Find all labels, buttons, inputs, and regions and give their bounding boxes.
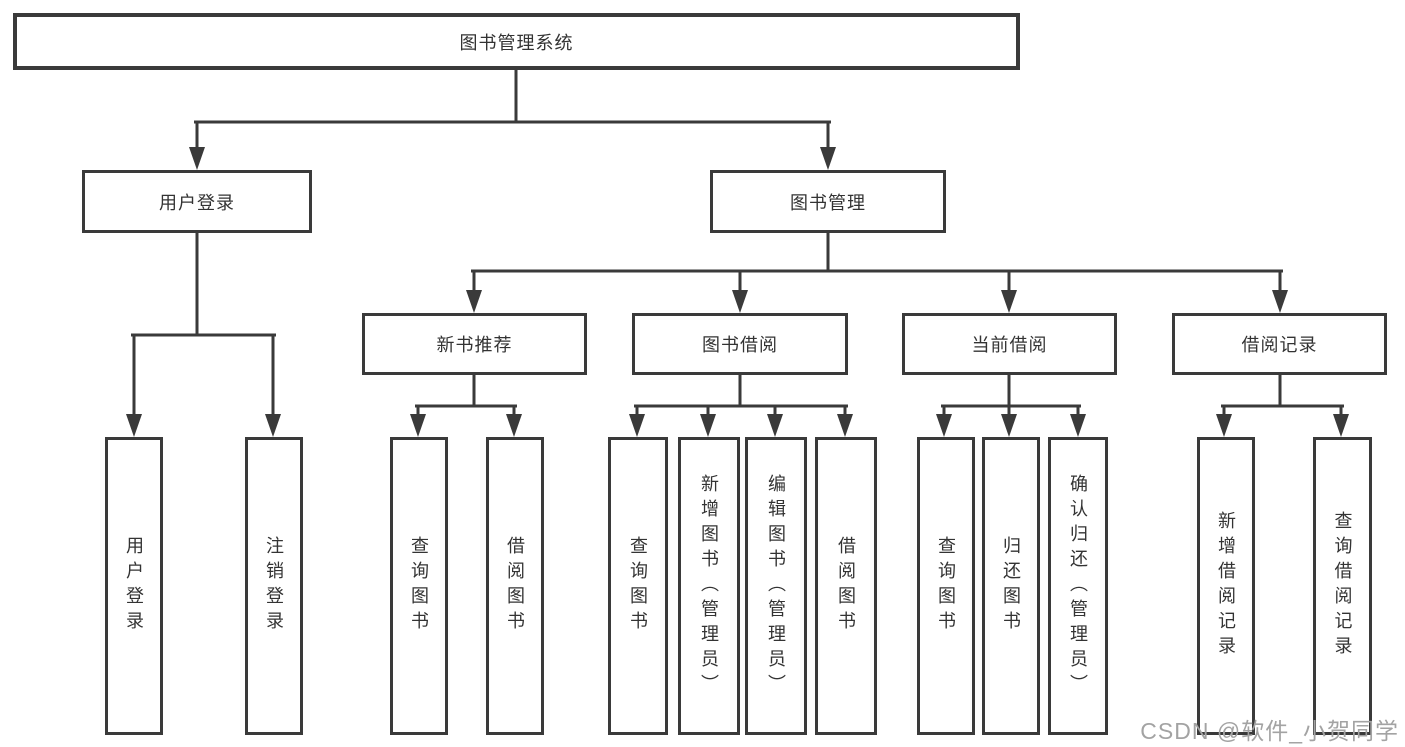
- arrowhead-down-icon: [1001, 290, 1017, 313]
- node-label: 图书管理系统: [459, 32, 574, 53]
- connector-root-to-level2: [194, 68, 831, 152]
- node-label: 借阅图书: [836, 536, 856, 636]
- arrowhead-down-icon: [837, 414, 853, 437]
- connector-book-borrow-to-leaves: [634, 373, 848, 421]
- arrowhead-down-icon: [700, 414, 716, 437]
- connector-book-management-to-level3: [471, 231, 1283, 295]
- node-label: 注销登录: [264, 536, 284, 636]
- node-label: 借阅记录: [1241, 335, 1318, 355]
- leaf-logout-login: 注销登录: [245, 437, 303, 735]
- node-label: 借阅图书: [505, 536, 525, 636]
- arrowhead-down-icon: [629, 414, 645, 437]
- arrowhead-down-icon: [126, 414, 142, 437]
- node-book-management: 图书管理: [710, 170, 946, 233]
- node-label: 归还图书: [1001, 536, 1021, 636]
- leaf-edit-book-admin: 编辑图书（管理员）: [745, 437, 807, 735]
- arrowhead-down-icon: [410, 414, 426, 437]
- arrowhead-down-icon: [820, 147, 836, 170]
- leaf-query-borrow-record: 查询借阅记录: [1313, 437, 1372, 735]
- connector-user-login-to-leaves: [131, 231, 276, 419]
- node-label: 新书推荐: [436, 335, 513, 355]
- node-label: 确认归还（管理员）: [1068, 473, 1088, 699]
- arrowhead-down-icon: [732, 290, 748, 313]
- connector-borrow-records-to-leaves: [1221, 373, 1344, 421]
- node-current-borrow: 当前借阅: [902, 313, 1117, 375]
- leaf-add-book-admin: 新增图书（管理员）: [678, 437, 740, 735]
- leaf-query-books-recommend: 查询图书: [390, 437, 448, 735]
- node-label: 用户登录: [124, 536, 144, 636]
- node-root-library-management-system: 图书管理系统: [13, 13, 1020, 70]
- arrowhead-down-icon: [189, 147, 205, 170]
- node-label: 图书管理: [790, 192, 866, 213]
- arrowhead-down-icon: [466, 290, 482, 313]
- arrowhead-down-icon: [1001, 414, 1017, 437]
- leaf-query-books-current: 查询图书: [917, 437, 975, 735]
- node-borrow-records: 借阅记录: [1172, 313, 1387, 375]
- node-new-book-recommend: 新书推荐: [362, 313, 587, 375]
- leaf-borrow-books: 借阅图书: [815, 437, 877, 735]
- node-user-login: 用户登录: [82, 170, 312, 233]
- csdn-watermark: CSDN @软件_小贺同学: [1140, 718, 1399, 744]
- leaf-return-book: 归还图书: [982, 437, 1040, 735]
- leaf-add-borrow-record: 新增借阅记录: [1197, 437, 1255, 735]
- arrowhead-down-icon: [1216, 414, 1232, 437]
- node-label: 当前借阅: [971, 335, 1048, 355]
- node-label: 查询借阅记录: [1332, 511, 1353, 661]
- node-label: 用户登录: [159, 192, 235, 213]
- arrowhead-down-icon: [265, 414, 281, 437]
- arrowhead-down-icon: [1070, 414, 1086, 437]
- node-label: 图书借阅: [702, 335, 778, 355]
- node-label: 查询图书: [936, 536, 956, 636]
- node-label: 新增借阅记录: [1216, 511, 1236, 661]
- leaf-borrow-books-recommend: 借阅图书: [486, 437, 544, 735]
- connector-new-book-recommend-to-leaves: [415, 373, 517, 421]
- connector-current-borrow-to-leaves: [941, 373, 1081, 421]
- arrowhead-down-icon: [1333, 414, 1349, 437]
- node-label: 查询图书: [628, 536, 648, 636]
- node-label: 编辑图书（管理员）: [766, 473, 786, 699]
- leaf-confirm-return-admin: 确认归还（管理员）: [1048, 437, 1108, 735]
- leaf-query-books-borrow: 查询图书: [608, 437, 668, 735]
- arrowhead-down-icon: [1272, 290, 1288, 313]
- arrowhead-down-icon: [506, 414, 522, 437]
- leaf-user-login: 用户登录: [105, 437, 163, 735]
- arrowhead-down-icon: [767, 414, 783, 437]
- node-label: 新增图书（管理员）: [699, 473, 719, 699]
- arrowhead-down-icon: [936, 414, 952, 437]
- node-label: 查询图书: [409, 536, 429, 636]
- node-book-borrow: 图书借阅: [632, 313, 848, 375]
